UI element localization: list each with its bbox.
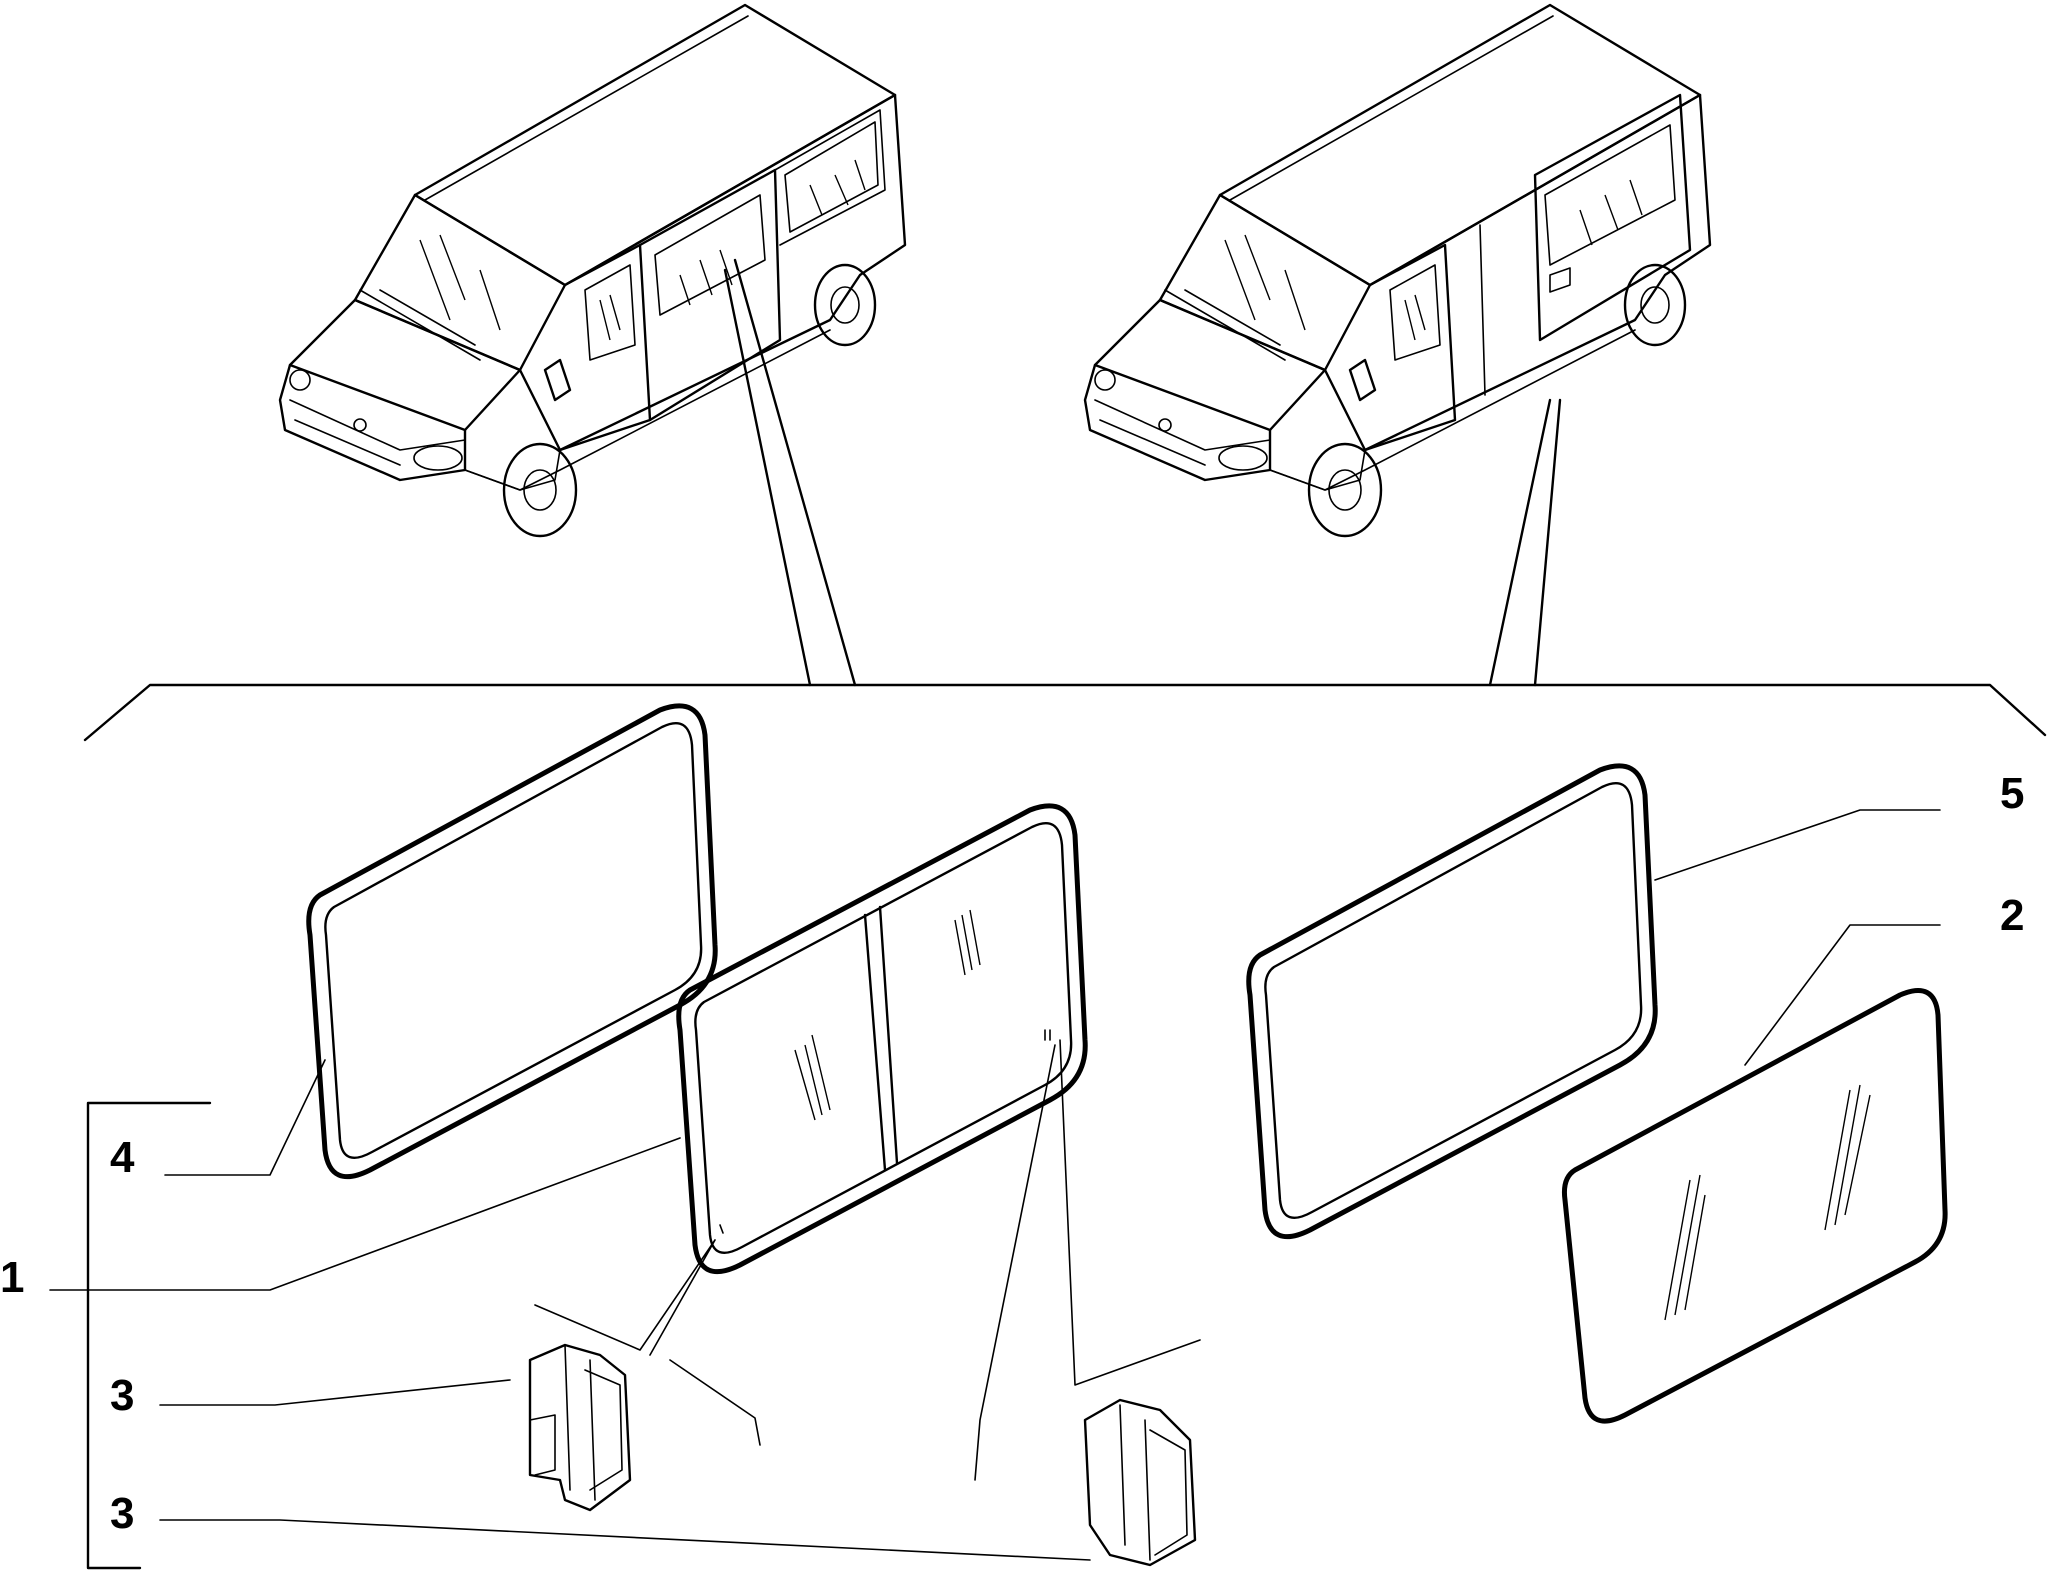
window-frame-part-4 [306, 703, 718, 1180]
van-left-illustration [278, 3, 907, 538]
pointer-lines [83, 258, 2047, 1570]
callout-2: 2 [2000, 891, 2024, 940]
glass-pane-part-2 [1562, 988, 1948, 1424]
callout-5: 5 [2000, 769, 2024, 818]
slider-part-3-a [528, 1343, 632, 1512]
callout-3-upper: 3 [110, 1371, 134, 1420]
slider-pointer-lines [49, 809, 1941, 1561]
callout-4: 4 [110, 1133, 135, 1182]
slider-part-3-b [1083, 1398, 1197, 1567]
van-right-illustration [1083, 3, 1712, 538]
callout-3-lower: 3 [110, 1489, 134, 1538]
sliding-window-part-1 [676, 803, 1088, 1275]
callout-1: 1 [0, 1253, 24, 1302]
window-frame-part-5 [1246, 763, 1658, 1240]
